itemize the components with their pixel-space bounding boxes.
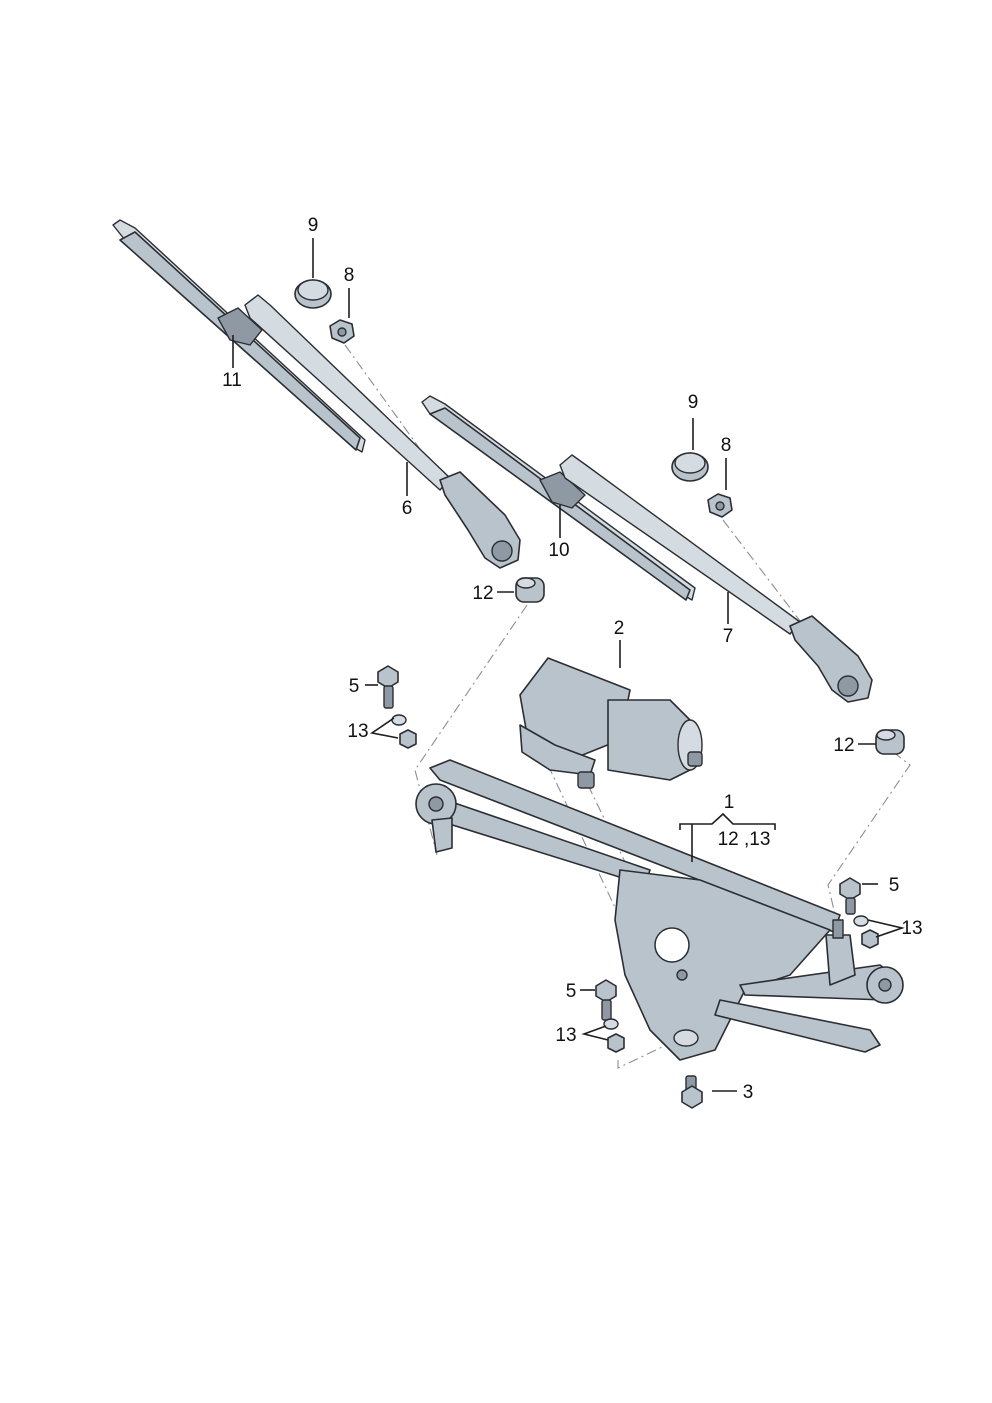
bolt-lower-left xyxy=(595,979,617,1021)
callout-6: 6 xyxy=(402,498,413,519)
leader-lines xyxy=(232,238,905,1092)
callout-5-lower: 5 xyxy=(566,981,577,1002)
cap-right xyxy=(671,452,709,482)
bolt-right xyxy=(839,877,861,915)
wiper-linkage-frame xyxy=(415,759,904,1061)
callout-13-right: 13 xyxy=(901,918,922,939)
callout-7: 7 xyxy=(723,626,734,647)
bushing-right xyxy=(875,729,905,755)
callout-8-left: 8 xyxy=(344,265,355,286)
callout-8-right: 8 xyxy=(721,435,732,456)
callout-10: 10 xyxy=(548,540,569,561)
callout-13-upper: 13 xyxy=(347,721,368,742)
callout-9-left: 9 xyxy=(308,215,319,236)
callout-11: 11 xyxy=(222,370,242,391)
callout-5-upper: 5 xyxy=(349,676,360,697)
wiper-arm-left xyxy=(244,294,521,569)
callout-9-right: 9 xyxy=(688,392,699,413)
washer-nut-set-lower xyxy=(603,1018,625,1053)
washer-nut-set-right xyxy=(853,915,879,949)
bolt-3 xyxy=(681,1075,703,1109)
callout-labels: 9 8 11 6 9 8 10 12 7 2 5 13 12 1 12 ,13 … xyxy=(222,215,922,1103)
callout-3: 3 xyxy=(743,1082,754,1103)
cap-left xyxy=(294,279,332,309)
callout-1: 1 xyxy=(724,792,735,813)
callout-12-left: 12 xyxy=(472,583,493,604)
washer-nut-set-upper xyxy=(391,714,417,749)
wiper-blade-left xyxy=(112,219,366,453)
bolt-upper-left xyxy=(377,665,399,709)
callout-12-right: 12 xyxy=(833,735,854,756)
wiper-motor xyxy=(519,657,703,789)
wiper-arm-right xyxy=(559,454,873,703)
callout-2: 2 xyxy=(614,618,625,639)
callout-13-lower: 13 xyxy=(555,1025,576,1046)
callout-5-right: 5 xyxy=(889,875,900,896)
nut-left xyxy=(329,319,355,344)
bushing-left xyxy=(515,577,545,603)
wiper-blade-right xyxy=(421,395,696,601)
nut-right xyxy=(707,493,733,518)
callout-1-included-parts: 12 ,13 xyxy=(718,829,771,850)
